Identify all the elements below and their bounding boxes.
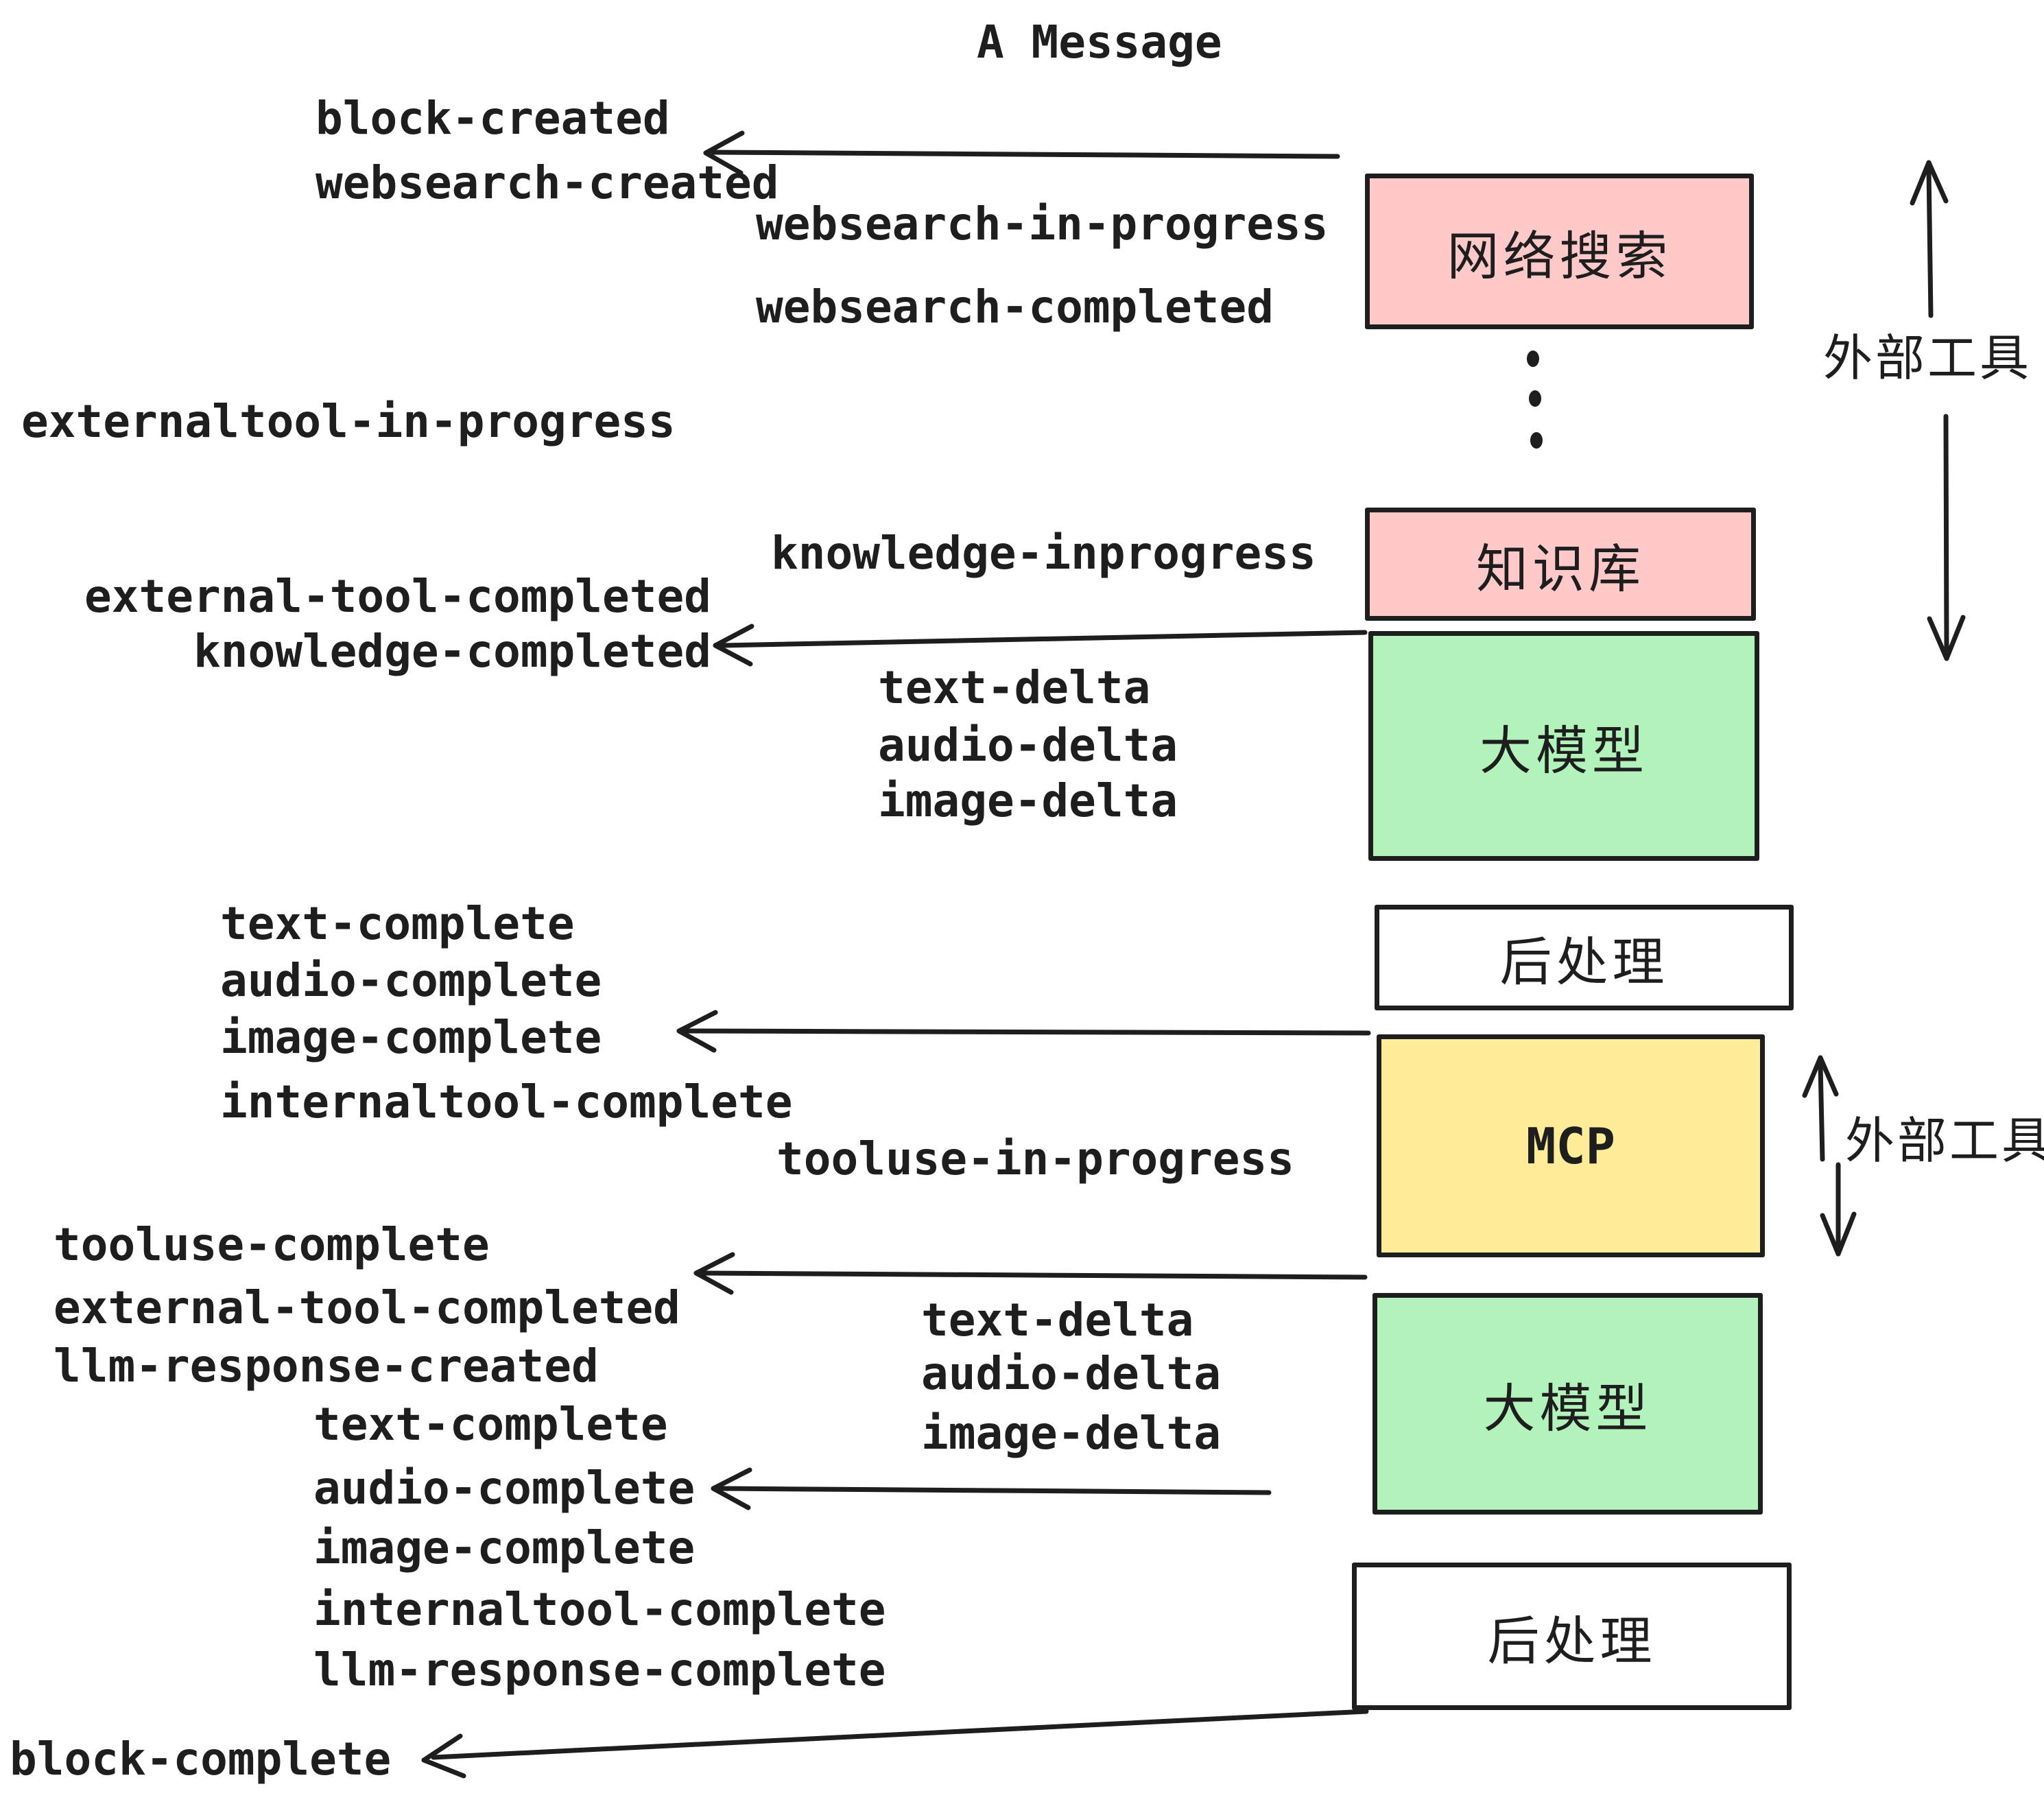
- label-audio-delta-1: audio-delta: [878, 719, 1178, 772]
- external-tools-mid-down-arrow: [1820, 1162, 1857, 1257]
- label-websearch-completed: websearch-completed: [756, 281, 1274, 333]
- arrow-audio-complete: [711, 1467, 1272, 1510]
- external-tools-mid-up-arrow: [1802, 1055, 1839, 1162]
- arrow-block-created: [703, 130, 1340, 176]
- label-audio-complete-1: audio-complete: [220, 954, 602, 1007]
- box-websearch-label: 网络搜索: [1447, 225, 1672, 287]
- box-llm-1: 大模型: [1368, 631, 1759, 861]
- box-llm-1-label: 大模型: [1479, 720, 1648, 781]
- label-audio-complete-2: audio-complete: [313, 1462, 696, 1515]
- label-internaltool-complete-1: internaltool-complete: [220, 1076, 793, 1128]
- box-llm-2-label: 大模型: [1483, 1377, 1652, 1439]
- label-websearch-in-progress: websearch-in-progress: [756, 198, 1329, 250]
- box-postprocess-1: 后处理: [1375, 905, 1794, 1010]
- box-llm-2: 大模型: [1372, 1293, 1763, 1515]
- label-audio-delta-2: audio-delta: [921, 1347, 1222, 1400]
- label-tooluse-in-progress: tooluse-in-progress: [776, 1132, 1294, 1185]
- box-knowledge-label: 知识库: [1476, 538, 1645, 600]
- label-text-complete-2: text-complete: [313, 1398, 668, 1451]
- label-llm-response-complete: llm-response-complete: [313, 1643, 886, 1696]
- box-postprocess-2-label: 后处理: [1487, 1610, 1656, 1672]
- annotation-external-tools-top: 外部工具: [1823, 329, 2032, 387]
- label-tooluse-complete: tooluse-complete: [54, 1218, 490, 1271]
- label-image-complete-2: image-complete: [313, 1521, 696, 1574]
- label-image-delta-1: image-delta: [878, 774, 1178, 827]
- label-text-delta-2: text-delta: [921, 1294, 1194, 1346]
- label-image-complete-1: image-complete: [220, 1011, 602, 1064]
- box-websearch: 网络搜索: [1365, 174, 1754, 329]
- box-postprocess-1-label: 后处理: [1499, 931, 1669, 993]
- label-block-complete: block-complete: [10, 1733, 392, 1785]
- annotation-external-tools-mid: 外部工具: [1845, 1112, 2044, 1170]
- arrow-image-complete: [676, 1010, 1371, 1053]
- label-external-tool-completed: external-tool-completed: [84, 570, 711, 623]
- diagram-title: A Message: [977, 16, 1222, 69]
- label-knowledge-inprogress: knowledge-inprogress: [771, 527, 1316, 580]
- box-knowledge: 知识库: [1365, 508, 1756, 621]
- label-text-complete-1: text-complete: [220, 897, 575, 950]
- box-mcp: MCP: [1377, 1034, 1765, 1257]
- arrow-block-complete: [421, 1709, 1369, 1779]
- label-knowledge-completed: knowledge-completed: [193, 625, 711, 678]
- label-websearch-created: websearch-created: [316, 156, 779, 209]
- label-text-delta-1: text-delta: [878, 661, 1151, 714]
- label-block-created: block-created: [316, 92, 670, 145]
- box-postprocess-2: 后处理: [1352, 1563, 1792, 1710]
- label-internaltool-complete-2: internaltool-complete: [313, 1583, 886, 1636]
- arrow-knowledge-completed: [713, 624, 1368, 667]
- label-image-delta-2: image-delta: [921, 1407, 1222, 1460]
- external-tools-top-up-arrow: [1910, 160, 1949, 318]
- label-external-tool-completed-2: external-tool-completed: [54, 1281, 680, 1334]
- arrow-tooluse-complete: [693, 1252, 1368, 1295]
- ellipsis-dots: [1527, 351, 1543, 449]
- label-llm-response-created: llm-response-created: [54, 1340, 599, 1392]
- box-mcp-label: MCP: [1525, 1117, 1616, 1175]
- external-tools-top-down-arrow: [1927, 414, 1966, 661]
- label-externaltool-in-progress: externaltool-in-progress: [21, 395, 676, 448]
